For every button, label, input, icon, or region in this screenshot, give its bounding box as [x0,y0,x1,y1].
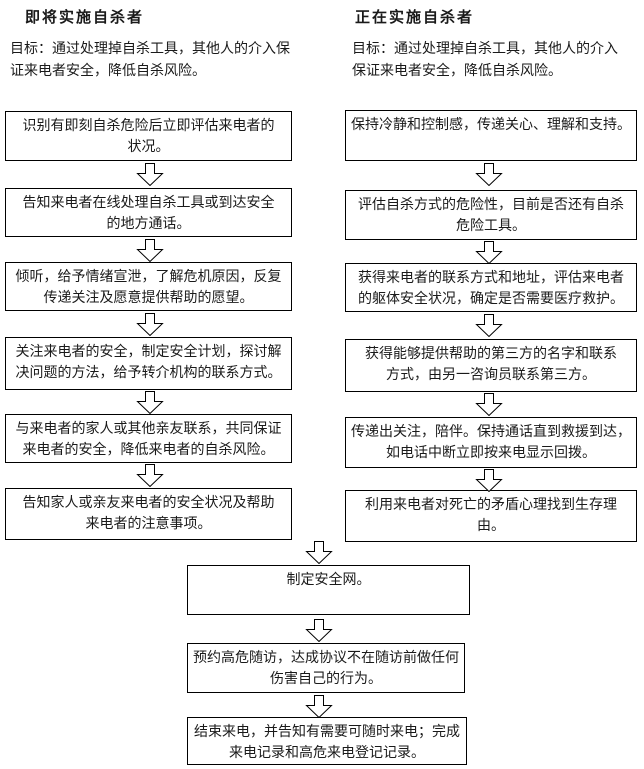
right-column-goal: 目标：通过处理掉自杀工具，其他人的介入 保证来电者安全，降低自杀风险。 [352,41,618,79]
down-arrow-icon [474,393,504,416]
left-step-4-box: 关注来电者的安全，制定安全计划，探讨解 决问题的方法，给予转介机构的联系方式。 [5,337,292,390]
down-arrow-icon [474,314,504,337]
down-arrow-icon [135,313,165,336]
merged-step-3-box: 结束来电，并告知有需要可随时来电；完成 来电记录和高危来电登记记录。 [187,717,467,765]
left-step-5-box: 与来电者的家人或其他亲友联系，共同保证 来电者的安全，降低来电者的自杀风险。 [5,414,292,463]
left-step-3-box: 倾听，给予情绪宣泄，了解危机原因，反复 传递关注及愿意提供帮助的愿望。 [5,262,292,311]
right-step-2-box: 评估自杀方式的危险性，目前是否还有自杀 危险工具。 [345,190,637,240]
down-arrow-icon [474,469,504,492]
down-arrow-icon [135,464,165,487]
merged-step-1-box: 制定安全网。 [187,565,470,615]
down-arrow-icon [304,619,334,642]
down-arrow-icon [135,163,165,186]
down-arrow-icon [135,391,165,414]
right-column-header: 正在实施自杀者 [355,8,475,26]
merged-step-2-box: 预约高危随访，达成协议不在随访前做任何 伤害自己的行为。 [187,643,465,693]
right-step-3-box: 获得来电者的联系方式和地址，评估来电者 的躯体安全状况，确定是否需要医疗救护。 [345,263,637,312]
left-column-goal: 目标：通过处理掉自杀工具，其他人的介入保 证来电者安全，降低自杀风险。 [10,41,290,79]
down-arrow-icon [474,241,504,264]
right-step-6-box: 利用来电者对死亡的矛盾心理找到生存理 由。 [345,490,637,542]
right-step-4-box: 获得能够提供帮助的第三方的名字和联系 方式，由另一咨询员联系第三方。 [345,339,637,392]
left-step-2-box: 告知来电者在线处理自杀工具或到达安全 的地方通话。 [5,188,292,237]
right-step-5-box: 传递出关注，陪伴。保持通话直到救援到达， 如电话中断立即按来电显示回拨。 [345,417,637,468]
down-arrow-icon [304,541,334,564]
down-arrow-icon [474,163,504,186]
left-step-1-box: 识别有即刻自杀危险后立即评估来电者的 状况。 [5,111,292,161]
right-step-1-box: 保持冷静和控制感，传递关心、理解和支持。 [345,110,637,161]
left-step-6-box: 告知家人或亲友来电者的安全状况及帮助 来电者的注意事项。 [5,488,292,540]
down-arrow-icon [304,695,334,718]
down-arrow-icon [135,239,165,262]
left-column-header: 即将实施自杀者 [25,8,145,26]
